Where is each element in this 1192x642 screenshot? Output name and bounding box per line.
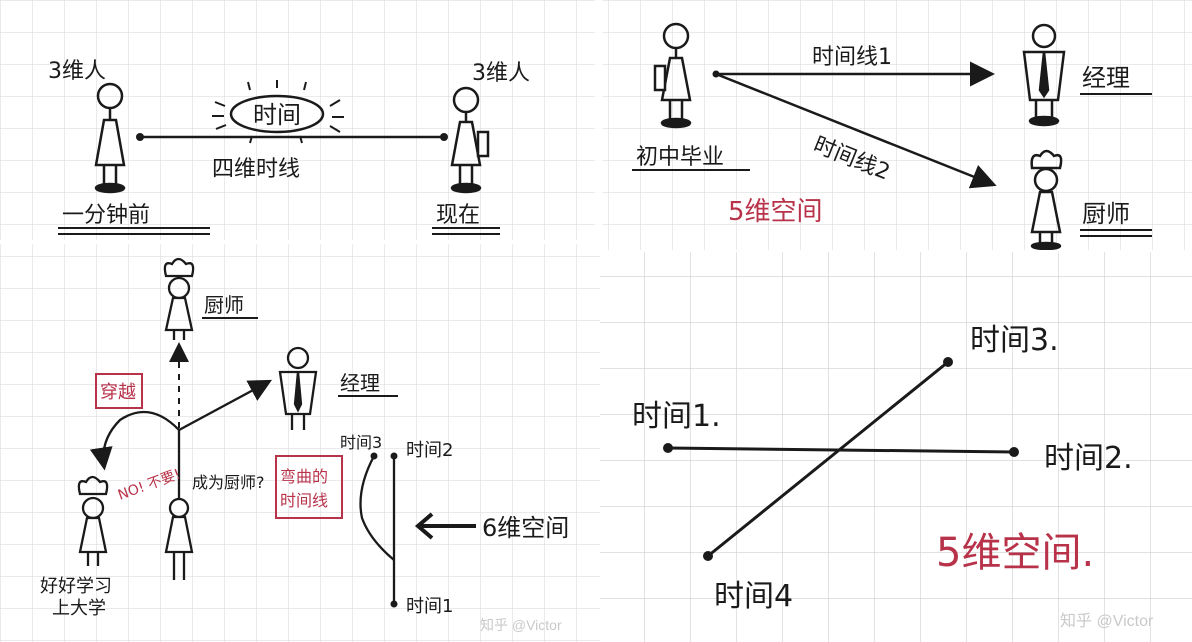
gutter-left (0, 240, 600, 244)
timeline-end-dot (440, 133, 448, 141)
six-d-space-label: 6维空间 (482, 514, 569, 542)
chef-figure (1030, 149, 1063, 251)
chef-label: 厨师 (1082, 200, 1130, 228)
panel3-grid (0, 244, 600, 642)
time3-point (943, 357, 953, 367)
five-d-space-label: 5维空间 (728, 197, 823, 227)
time1-label-cross: 时间1. (632, 399, 721, 434)
crossing-box (95, 373, 143, 409)
student-chef-figure (77, 475, 109, 566)
panel-five-dimensions-timelines: 初中毕业 时间线1 时间线2 经理 厨师 5维空间 (603, 0, 1192, 251)
watermark-bottom-left: 知乎 @Victor (480, 617, 562, 633)
left-3d-person-figure (94, 82, 126, 194)
right-3d-person-figure (450, 86, 490, 194)
study-caption-line2: 上大学 (52, 598, 106, 619)
chef-label-top: 厨师 (204, 293, 244, 317)
bent-timeline (359, 455, 395, 561)
time1-dot (390, 600, 398, 608)
time2-point (1009, 447, 1019, 457)
timeline-1-label: 时间线1 (812, 45, 892, 70)
bend-box-line2: 时间线 (280, 491, 328, 510)
manager-figure-bottom (278, 346, 318, 430)
right-figure-label: 3维人 (472, 61, 530, 86)
study-caption-line1: 好好学习 (40, 576, 112, 597)
chef-label-underline (1080, 229, 1152, 237)
gutter-right (600, 250, 1192, 252)
time-bubble: 时间 (212, 80, 344, 144)
manager-figure (1022, 23, 1066, 127)
left-figure-label: 3维人 (48, 59, 106, 84)
panel-five-dimensions-cross: 时间1. 时间2. 时间3. 时间4 5维空间. 知乎 @Victor (600, 252, 1192, 642)
right-caption: 现在 (436, 203, 480, 228)
graduate-caption: 初中毕业 (636, 145, 724, 170)
time3-label-cross: 时间3. (970, 323, 1059, 358)
glow-rays (212, 80, 344, 144)
panel-four-dimensions: 3维人 一分钟前 时间 四维时线 3维人 (0, 0, 595, 240)
timeline-4-to-3 (707, 360, 949, 558)
time1-label: 时间1 (406, 596, 453, 617)
bend-box-line1: 弯曲的 (280, 467, 328, 486)
panel1-grid (0, 0, 595, 240)
watermark-bottom-right: 知乎 @Victor (1060, 612, 1154, 630)
four-d-line-label: 四维时线 (212, 157, 300, 182)
left-caption: 一分钟前 (62, 203, 150, 228)
chef-figure-top (163, 257, 195, 340)
bubble-text: 时间 (253, 101, 301, 129)
manager-label-bottom: 经理 (340, 371, 380, 395)
six-d-pointer-arrow (414, 512, 476, 540)
time2-label-cross: 时间2. (1044, 441, 1133, 476)
panel-six-dimensions: 厨师 穿越 经理 NO! 不要! 好好学习 上大学 (0, 244, 600, 642)
time1-point (663, 443, 673, 453)
right-caption-underline (432, 227, 500, 235)
time3-label: 时间3 (340, 433, 382, 452)
bend-box (275, 455, 343, 519)
time4-point (703, 551, 713, 561)
timeline-2-arrow (715, 72, 997, 189)
five-d-space-label-cross: 5维空间. (936, 530, 1094, 576)
time2-label: 时间2 (406, 440, 453, 461)
left-caption-underline (58, 227, 210, 235)
gutter-top (595, 0, 603, 252)
chef-question: 成为厨师? (192, 473, 265, 492)
time4-label-cross: 时间4 (714, 579, 793, 614)
crossing-box-text: 穿越 (100, 382, 136, 403)
back-to-past-arrow (89, 410, 180, 471)
panel2-grid (603, 0, 1192, 250)
to-manager-arrow (178, 379, 273, 432)
graduate-figure (653, 22, 692, 129)
present-person-figure (164, 497, 194, 580)
manager-label: 经理 (1082, 64, 1130, 92)
